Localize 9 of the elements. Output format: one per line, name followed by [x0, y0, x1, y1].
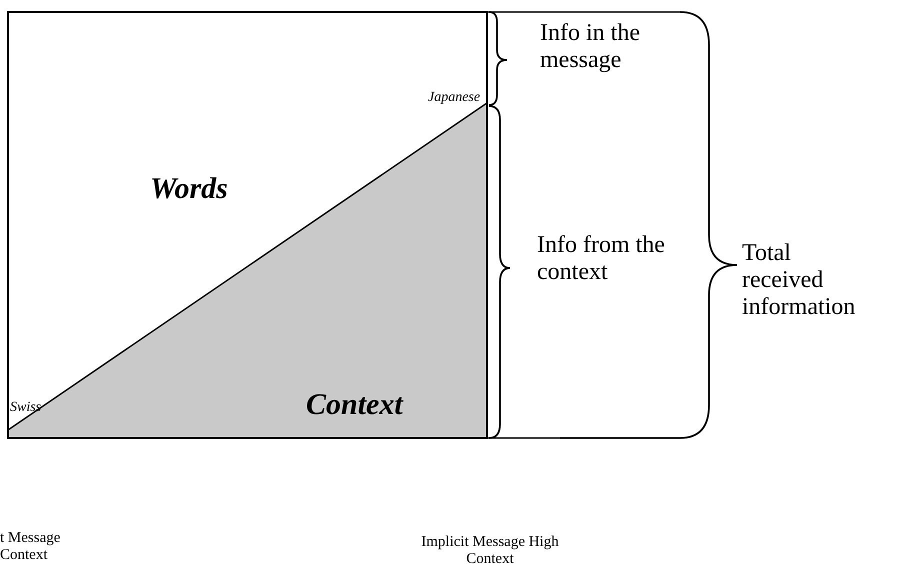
culture-label: Swiss — [10, 400, 42, 416]
brace-label: Info from the context — [537, 232, 666, 286]
brace-label: Total received information — [742, 240, 856, 321]
axis-label: Implicit Message High Context — [420, 534, 560, 568]
culture-label: Japanese — [428, 90, 482, 106]
region-label: Context — [306, 388, 404, 422]
brace-label: Info in the message — [540, 20, 641, 74]
axis-label: t Message Context — [0, 530, 62, 564]
region-label: Words — [150, 172, 229, 206]
